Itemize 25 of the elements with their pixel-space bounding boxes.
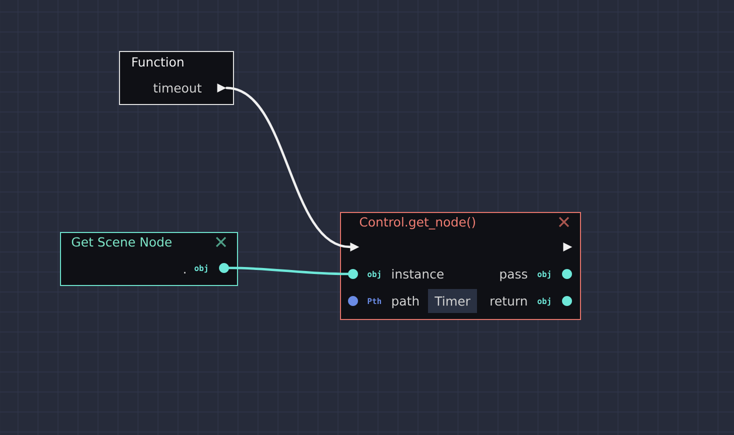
type-label: obj bbox=[538, 297, 550, 306]
port-label: return bbox=[490, 296, 527, 306]
input-field: Timer bbox=[428, 288, 477, 313]
port-dot bbox=[562, 268, 572, 279]
node-title: Control.get_node() bbox=[360, 216, 476, 230]
type-label: obj bbox=[194, 264, 208, 273]
port-label: . bbox=[184, 272, 186, 274]
node-title: Get Scene Node bbox=[72, 236, 172, 247]
type-label: Pth bbox=[368, 298, 382, 304]
port-triangle bbox=[217, 84, 226, 92]
port-dot bbox=[348, 268, 358, 279]
port-dot bbox=[348, 296, 358, 306]
port-dot bbox=[562, 296, 572, 306]
port-triangle bbox=[563, 242, 572, 252]
connector bbox=[226, 86, 352, 248]
port-label: instance bbox=[392, 268, 444, 279]
port-dot bbox=[219, 263, 229, 273]
port-triangle bbox=[350, 242, 360, 252]
connector bbox=[228, 266, 349, 276]
type-label: obj bbox=[538, 270, 550, 279]
port-label: pass bbox=[500, 272, 528, 282]
node-title: Function bbox=[132, 56, 184, 67]
port-label: path bbox=[392, 296, 419, 308]
type-label: obj bbox=[368, 270, 380, 279]
port-label: timeout bbox=[153, 82, 202, 93]
